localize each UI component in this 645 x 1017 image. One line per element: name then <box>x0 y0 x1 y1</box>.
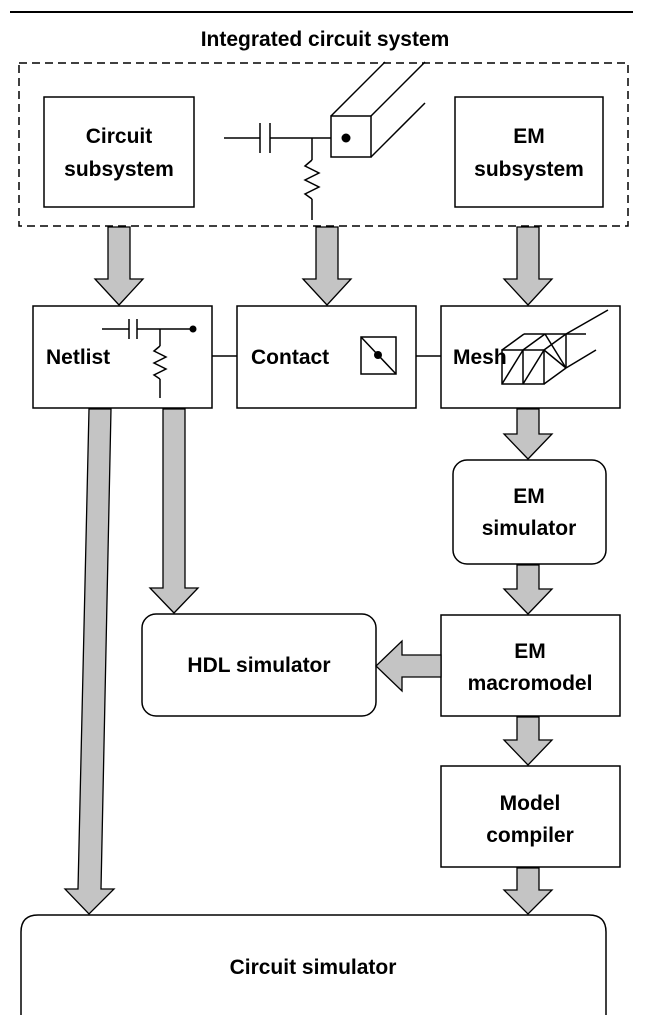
arrow-circuit-to-netlist <box>93 226 145 306</box>
hdl-simulator-block: HDL simulator <box>141 613 377 717</box>
arrow-macromodel-to-hdl <box>375 639 442 693</box>
circuit-subsystem-block: Circuit subsystem <box>43 96 195 208</box>
circuit-simulator-block: Circuit simulator <box>20 914 607 1015</box>
mesh-icon <box>501 309 609 385</box>
mesh-block: Mesh <box>440 305 621 409</box>
em-macromodel-block: EM macromodel <box>440 614 621 717</box>
em-macromodel-label-line1: EM <box>514 640 546 663</box>
capacitor-resistor-transmission-line-icon <box>224 61 426 220</box>
contact-block: Contact <box>236 305 417 409</box>
circuit-subsystem-label-line1: Circuit <box>86 125 153 148</box>
em-simulator-label-line1: EM <box>513 485 545 508</box>
em-simulator-label-line2: simulator <box>482 517 577 540</box>
model-compiler-label-line2: compiler <box>486 824 574 847</box>
em-macromodel-label-line2: macromodel <box>468 672 593 695</box>
arrow-em-to-mesh <box>502 226 554 306</box>
circuit-subsystem-label-line2: subsystem <box>64 158 174 181</box>
netlist-capacitor-resistor-icon <box>102 319 197 398</box>
netlist-label: Netlist <box>46 346 110 369</box>
netlist-block: Netlist <box>32 305 213 409</box>
arrow-macromodel-to-compiler <box>502 716 554 766</box>
arrow-netlist-to-hdl <box>148 408 200 614</box>
arrow-compiler-to-circuit-simulator <box>502 867 554 915</box>
arrow-mesh-to-em-simulator <box>502 408 554 460</box>
arrow-netlist-to-circuit-simulator <box>63 408 116 915</box>
em-subsystem-label-line2: subsystem <box>474 158 584 181</box>
contact-icon <box>360 336 397 375</box>
arrow-symbol-to-contact <box>301 226 353 306</box>
em-subsystem-block: EM subsystem <box>454 96 604 208</box>
mesh-label: Mesh <box>453 346 507 369</box>
arrow-em-simulator-to-macromodel <box>502 564 554 615</box>
hdl-simulator-label: HDL simulator <box>187 654 330 677</box>
model-compiler-block: Model compiler <box>440 765 621 868</box>
system-boundary <box>18 62 629 227</box>
contact-label: Contact <box>251 346 329 369</box>
em-subsystem-label-line1: EM <box>513 125 545 148</box>
circuit-simulator-label: Circuit simulator <box>230 956 397 979</box>
em-simulator-block: EM simulator <box>452 459 607 565</box>
model-compiler-label-line1: Model <box>500 792 561 815</box>
figure-title: Integrated circuit system <box>201 28 450 51</box>
